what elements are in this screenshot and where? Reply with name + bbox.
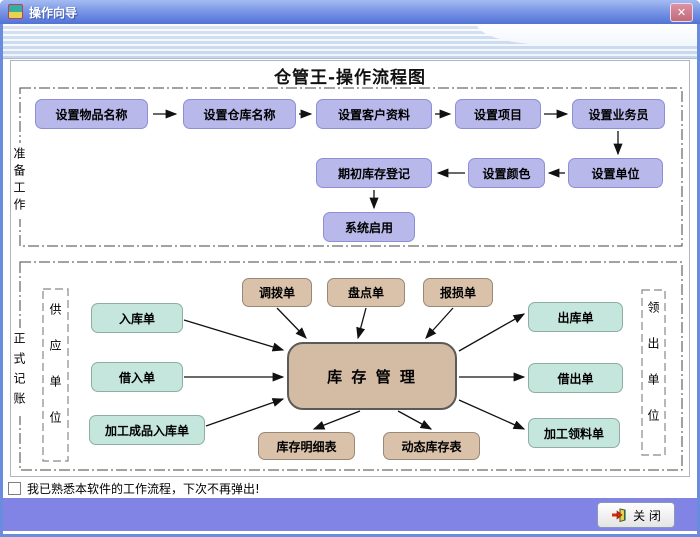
box-dynamic-inventory-table: 动态库存表 — [383, 432, 480, 460]
box-material-requisition-order: 加工领料单 — [528, 418, 620, 448]
close-button-label: 关 闭 — [633, 508, 661, 523]
box-system-enable: 系统启用 — [323, 212, 415, 242]
dont-show-again-label[interactable]: 我已熟悉本软件的工作流程，下次不再弹出! — [27, 481, 260, 496]
dont-show-row: 我已熟悉本软件的工作流程，下次不再弹出! — [3, 478, 697, 498]
supplier-units-label: 供应单位 — [48, 303, 62, 447]
banner-swoosh — [477, 24, 697, 45]
box-initial-stock-register: 期初库存登记 — [316, 158, 432, 188]
record-section-label: 正式记账 — [12, 328, 28, 416]
receiver-units-cell: 领出单位 — [642, 290, 665, 455]
box-borrow-in-order: 借入单 — [91, 362, 183, 392]
footer-band: 关 闭 — [3, 498, 697, 531]
box-set-project: 设置项目 — [455, 99, 541, 129]
box-inventory-management: 库 存 管 理 — [287, 342, 457, 410]
box-set-color: 设置颜色 — [468, 158, 545, 188]
box-set-salesman: 设置业务员 — [572, 99, 665, 129]
receiver-units-label: 领出单位 — [646, 300, 660, 445]
close-button[interactable]: 关 闭 — [597, 502, 675, 528]
diagram-title: 仓管王-操作流程图 — [273, 68, 427, 88]
box-stocktake-order: 盘点单 — [327, 278, 405, 307]
dont-show-again-checkbox[interactable] — [8, 481, 21, 495]
box-finished-goods-inbound-order: 加工成品入库单 — [89, 415, 205, 445]
supplier-units-cell: 供应单位 — [43, 289, 68, 461]
titlebar-close-icon[interactable]: ✕ — [670, 3, 693, 22]
box-lend-out-order: 借出单 — [528, 363, 623, 393]
app-icon — [8, 4, 23, 19]
header-banner — [3, 24, 697, 59]
box-outbound-order: 出库单 — [528, 302, 623, 332]
box-set-unit: 设置单位 — [568, 158, 663, 188]
exit-door-icon — [612, 508, 626, 523]
box-transfer-order: 调拨单 — [242, 278, 312, 307]
box-inbound-order: 入库单 — [91, 303, 183, 333]
box-set-item-name: 设置物品名称 — [35, 99, 148, 129]
box-set-warehouse-name: 设置仓库名称 — [183, 99, 296, 129]
titlebar: 操作向导 ✕ — [0, 0, 700, 24]
box-damage-order: 报损单 — [423, 278, 493, 307]
box-set-customer-info: 设置客户资料 — [316, 99, 432, 129]
prep-section-label: 准备工作 — [12, 143, 28, 219]
box-inventory-detail-table: 库存明细表 — [258, 432, 355, 460]
window-title: 操作向导 — [29, 6, 78, 20]
